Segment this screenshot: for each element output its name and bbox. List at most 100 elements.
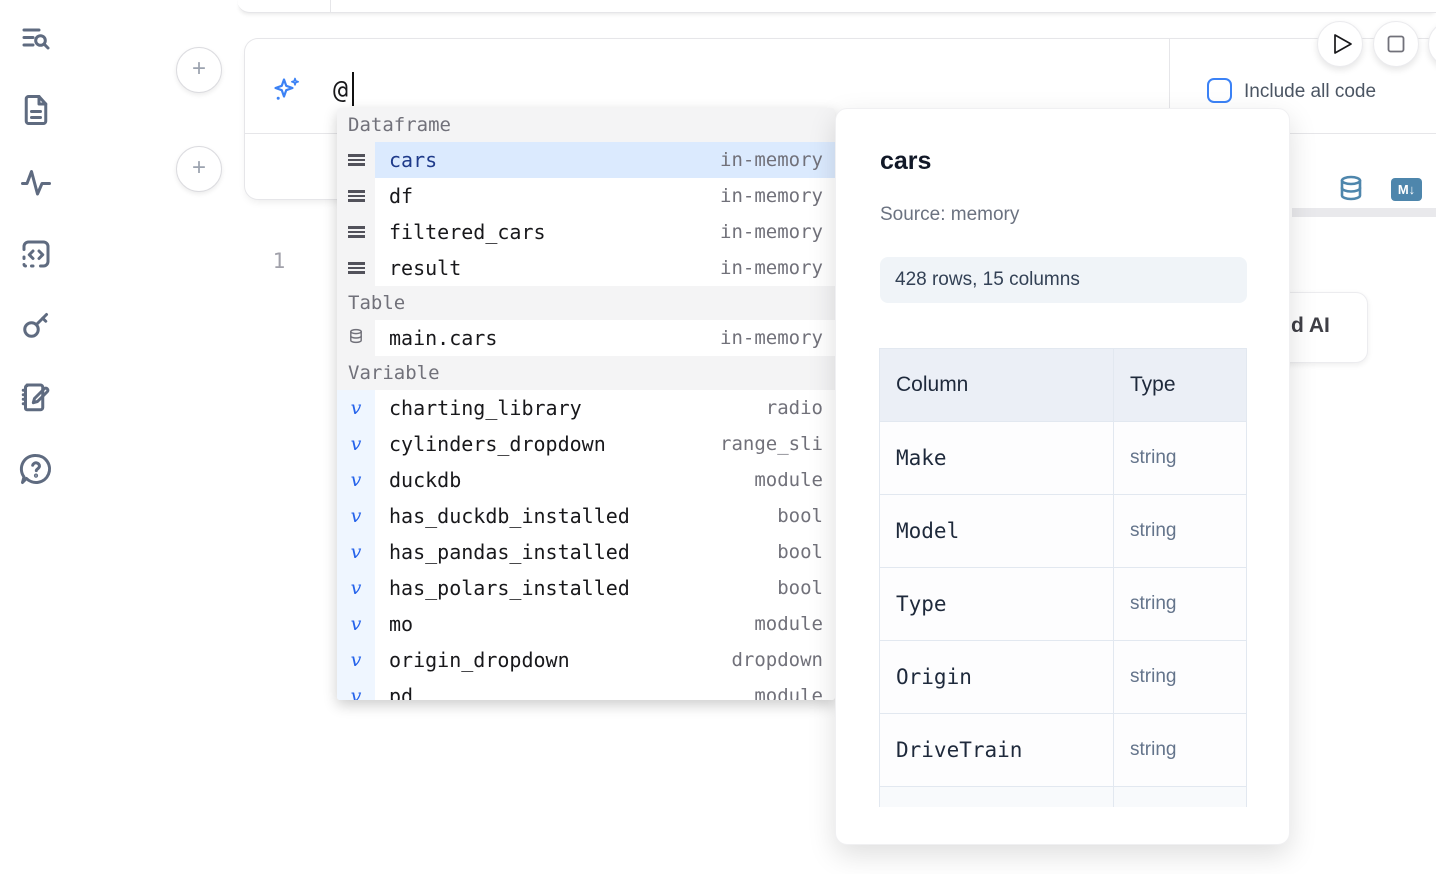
popup-title: cars [880, 147, 932, 175]
schema-column-type: string [1113, 640, 1247, 714]
variable-icon: v [350, 433, 362, 455]
code-editor-area[interactable]: 1 [245, 135, 1436, 273]
variable-icon: v [350, 505, 362, 527]
completion-item-type: in-memory [720, 149, 823, 171]
dataframe-icon [347, 224, 365, 240]
code-block-icon[interactable] [18, 236, 54, 272]
completion-item-filtered-cars[interactable]: filtered_cars in-memory [337, 214, 835, 250]
previous-cell-fragment [237, 0, 1436, 13]
completion-item-gutter: v [337, 570, 375, 606]
completion-item-name: filtered_cars [389, 220, 546, 244]
completion-item-cars[interactable]: cars in-memory [337, 142, 835, 178]
completion-section-header: Dataframe [337, 108, 835, 142]
completion-item-type: bool [777, 577, 823, 599]
completion-item-name: duckdb [389, 468, 462, 492]
completion-item-type: bool [777, 541, 823, 563]
completion-item-charting-library[interactable]: v charting_library radio [337, 390, 835, 426]
popup-shape-badge: 428 rows, 15 columns [880, 257, 1247, 303]
completion-item-type: module [754, 613, 823, 635]
completion-section-header: Variable [337, 356, 835, 390]
completion-item-type: radio [765, 397, 823, 419]
completion-item-cylinders-dropdown[interactable]: v cylinders_dropdown range_sli [337, 426, 835, 462]
completion-item-has-pandas-installed[interactable]: v has_pandas_installed bool [337, 534, 835, 570]
completion-item-gutter: v [337, 426, 375, 462]
completion-item-gutter [337, 142, 375, 178]
key-icon[interactable] [18, 307, 54, 343]
completion-item-name: has_polars_installed [389, 576, 630, 600]
schema-row-partial [879, 786, 1247, 807]
activity-icon[interactable] [18, 164, 54, 200]
completion-item-name: charting_library [389, 396, 582, 420]
list-search-icon[interactable] [18, 21, 54, 57]
schema-column-type: string [1113, 567, 1247, 641]
variable-icon: v [350, 649, 362, 671]
completion-item-gutter: v [337, 390, 375, 426]
completion-item-type: range_sli [720, 433, 823, 455]
run-cell-button[interactable] [1317, 21, 1363, 67]
schema-column-name: Make [879, 421, 1114, 495]
variable-icon: v [350, 541, 362, 563]
database-view-icon[interactable] [1337, 174, 1365, 202]
schema-cell-partial [879, 786, 1114, 807]
schema-cell-partial [1113, 786, 1247, 807]
include-all-code-checkbox[interactable] [1207, 78, 1232, 103]
completion-item-name: has_pandas_installed [389, 540, 630, 564]
prompt-section-divider [1169, 39, 1170, 134]
completion-section-header: Table [337, 286, 835, 320]
markdown-export-icon[interactable]: M↓ [1391, 178, 1422, 201]
file-text-icon[interactable] [18, 92, 54, 128]
output-table-header-fragment [1292, 208, 1436, 217]
completion-item-has-polars-installed[interactable]: v has_polars_installed bool [337, 570, 835, 606]
completion-item-type: module [754, 685, 823, 700]
completion-item-name: result [389, 256, 462, 280]
variable-icon: v [350, 469, 362, 491]
variable-icon: v [350, 613, 362, 635]
schema-column-name: Type [879, 567, 1114, 641]
completion-item-mo[interactable]: v mo module [337, 606, 835, 642]
variable-icon: v [350, 577, 362, 599]
completion-item-gutter: v [337, 606, 375, 642]
completion-item-gutter [337, 214, 375, 250]
completion-item-gutter: v [337, 498, 375, 534]
schema-column-type: string [1113, 494, 1247, 568]
completion-item-type: in-memory [720, 327, 823, 349]
schema-column-name: Model [879, 494, 1114, 568]
schema-column-type: string [1113, 421, 1247, 495]
completion-item-name: cylinders_dropdown [389, 432, 606, 456]
dataframe-icon [347, 260, 365, 276]
table-database-icon [348, 328, 364, 348]
add-cell-button-top[interactable]: + [176, 47, 222, 93]
add-cell-button-bottom[interactable]: + [176, 146, 222, 192]
cell-output-fragment: M↓ [1290, 133, 1436, 845]
completion-item-name: cars [389, 148, 438, 172]
schema-header-cell: Type [1113, 348, 1247, 422]
completion-item-type: in-memory [720, 221, 823, 243]
completion-item-name: mo [389, 612, 414, 636]
schema-column-name: DriveTrain [879, 713, 1114, 787]
line-number: 1 [272, 249, 286, 273]
schema-header-cell: Column [879, 348, 1114, 422]
scratchpad-icon[interactable] [18, 379, 54, 415]
prompt-value: @ [333, 75, 349, 104]
stop-button[interactable] [1373, 21, 1419, 67]
dataframe-icon [347, 188, 365, 204]
help-icon[interactable] [18, 451, 54, 487]
completion-item-name: has_duckdb_installed [389, 504, 630, 528]
completion-item-gutter: v [337, 534, 375, 570]
completion-item-gutter: v [337, 462, 375, 498]
previous-cell-divider [330, 0, 331, 12]
completion-item-name: pd [389, 684, 414, 700]
